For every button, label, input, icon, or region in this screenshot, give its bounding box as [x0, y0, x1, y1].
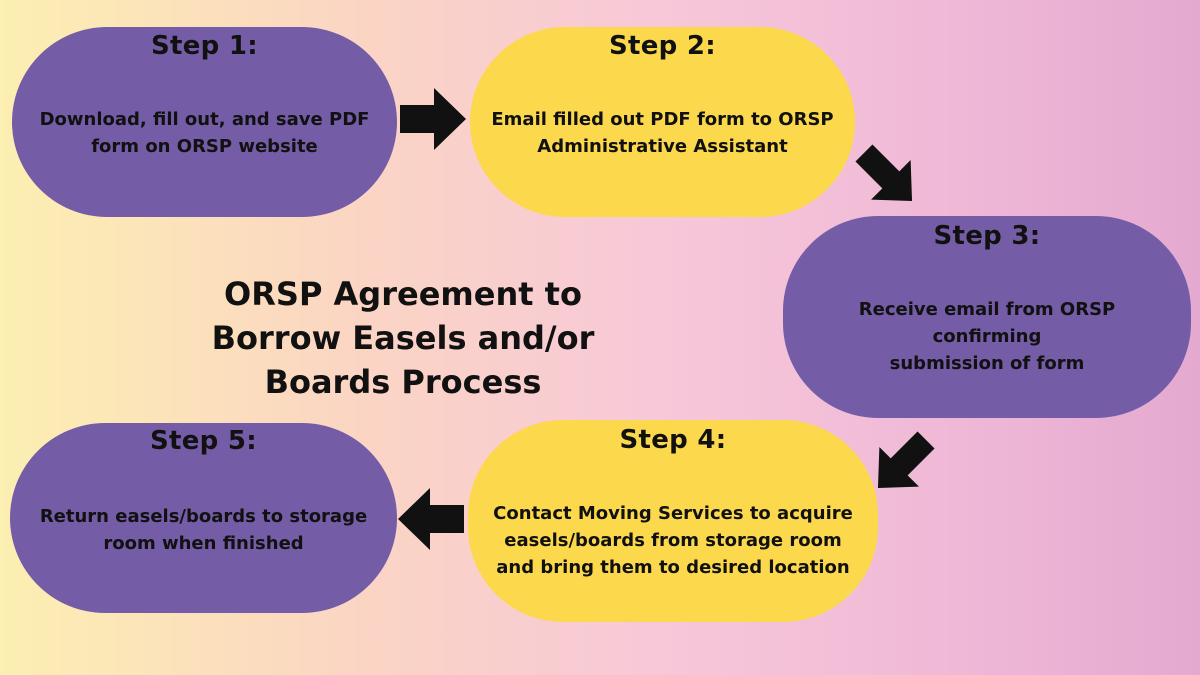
- step-2-text: Email filled out PDF form to ORSP Admini…: [491, 109, 834, 157]
- arrow-left-icon: [398, 488, 464, 550]
- step-1-title: Step 1:: [150, 31, 259, 61]
- step-5-node: Step 5: Return easels/boards to storage …: [10, 423, 397, 613]
- step-1-node: Step 1: Download, fill out, and save PDF…: [12, 27, 397, 217]
- step-3-title: Step 3:: [933, 221, 1041, 251]
- step-1-text: Download, fill out, and save PDF form on…: [39, 109, 370, 157]
- step-4-title: Step 4:: [619, 425, 727, 455]
- step-2-title: Step 2:: [608, 31, 717, 61]
- diagram-title: ORSP Agreement to Borrow Easels and/or B…: [211, 275, 595, 401]
- step-3-text: Receive email from ORSP confirming submi…: [858, 299, 1116, 374]
- step-5-title: Step 5:: [149, 426, 258, 456]
- step-4-text: Contact Moving Services to acquire easel…: [493, 503, 853, 578]
- step-4-node: Step 4: Contact Moving Services to acqui…: [468, 420, 878, 622]
- arrow-down-right-icon: [855, 144, 913, 202]
- arrow-down-left-icon: [877, 431, 935, 489]
- step-2-node: Step 2: Email filled out PDF form to ORS…: [470, 27, 855, 217]
- step-5-text: Return easels/boards to storage room whe…: [39, 506, 368, 554]
- arrow-right-icon: [400, 88, 466, 150]
- step-3-node: Step 3: Receive email from ORSP confirmi…: [783, 216, 1191, 418]
